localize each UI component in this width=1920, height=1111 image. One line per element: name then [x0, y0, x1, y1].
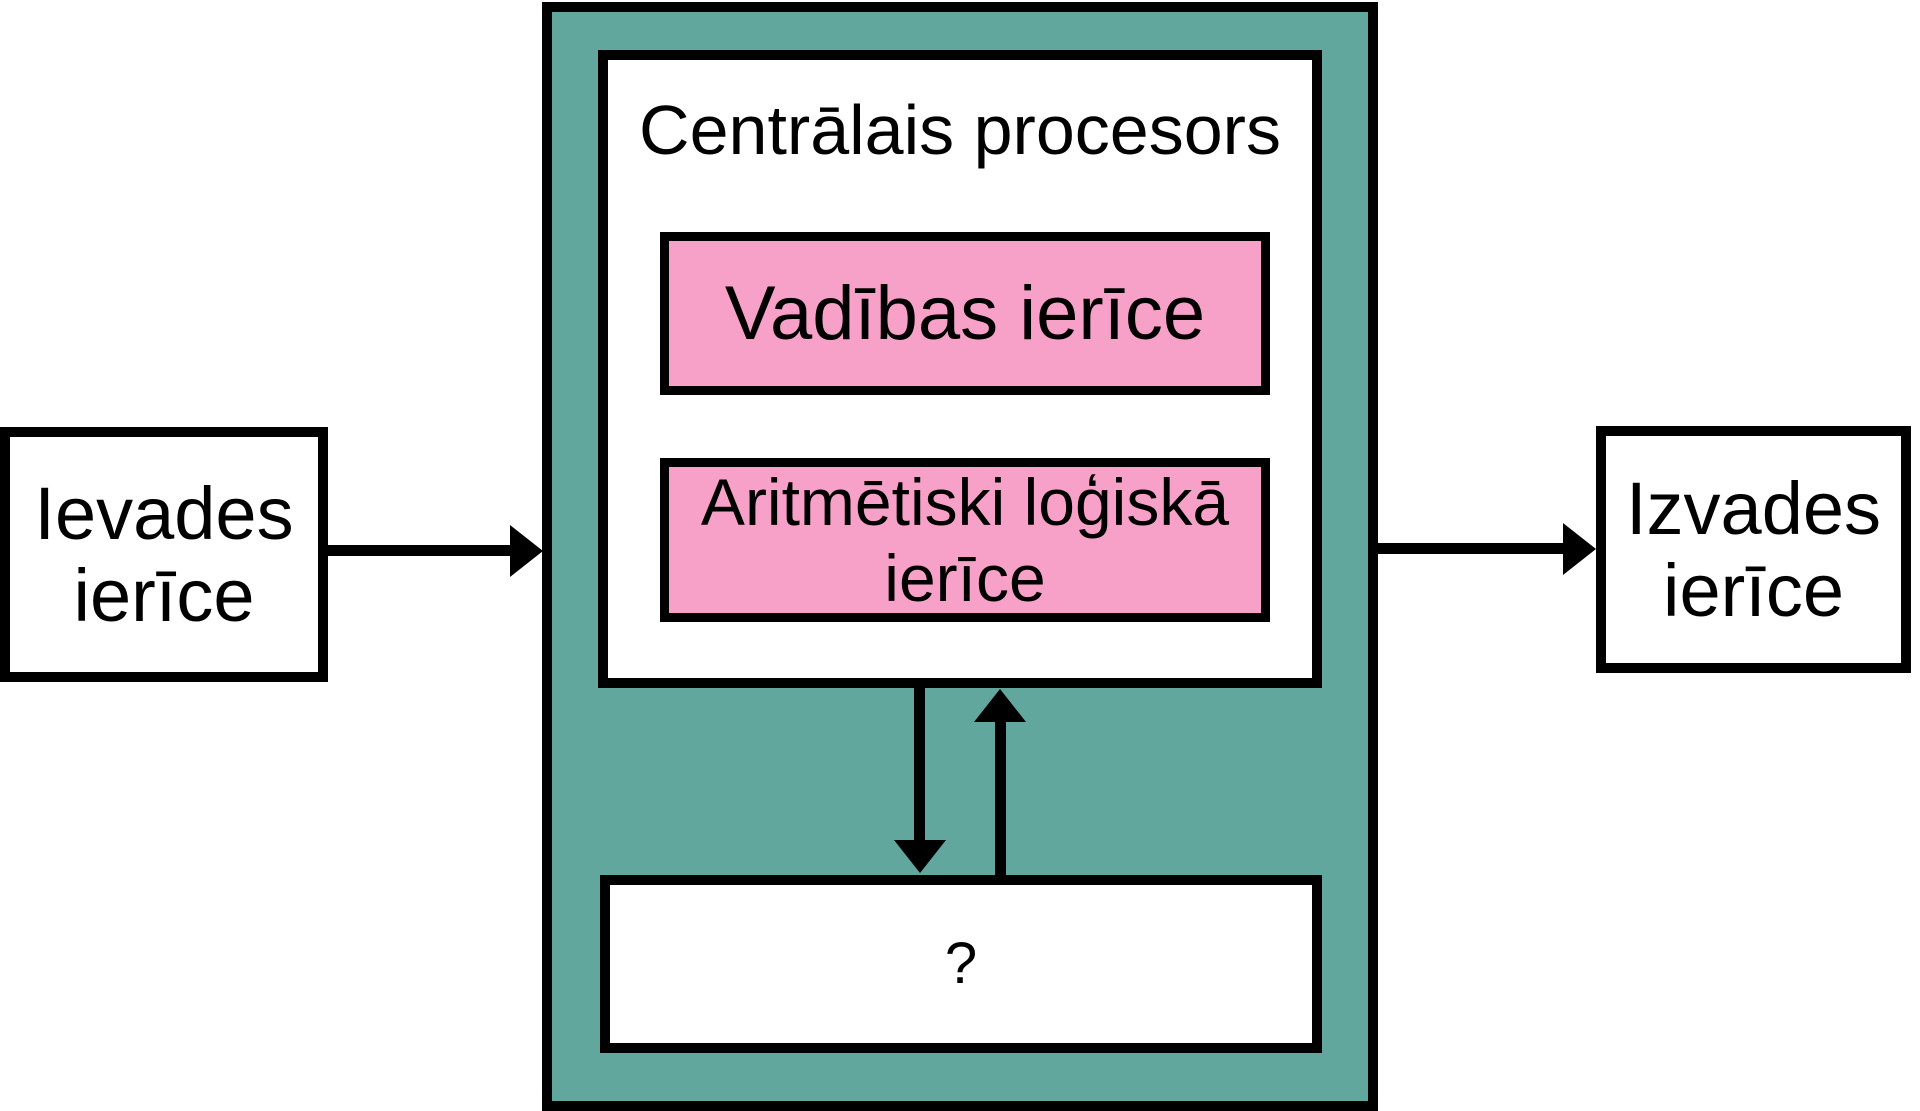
alu-label-line1: Aritmētiski loģiskā	[700, 465, 1230, 539]
input-device-box: Ievades ierīce	[0, 427, 328, 682]
central-processor-box: Centrālais procesors Vadības ierīce Arit…	[598, 50, 1322, 688]
output-device-label-line2: ierīce	[1663, 548, 1844, 632]
input-device-label: Ievades ierīce	[34, 471, 294, 637]
output-device-box: Izvades ierīce	[1596, 426, 1911, 673]
alu-label-line2: ierīce	[884, 541, 1046, 615]
cpu-to-output-arrow-head	[1563, 523, 1596, 575]
cpu-container-box: Centrālais procesors Vadības ierīce Arit…	[542, 2, 1378, 1111]
input-device-label-line1: Ievades	[34, 471, 294, 555]
cpu-to-memory-arrow-head	[894, 840, 946, 873]
input-to-cpu-arrow-shaft	[328, 545, 510, 556]
cpu-to-memory-arrow-shaft	[914, 688, 925, 842]
input-device-label-line2: ierīce	[73, 553, 255, 637]
output-device-label-line1: Izvades	[1625, 466, 1882, 550]
memory-question-box: ?	[600, 875, 1322, 1053]
alu-box: Aritmētiski loģiskā ierīce	[660, 458, 1270, 622]
memory-to-cpu-arrow-head	[974, 689, 1026, 722]
memory-to-cpu-arrow-shaft	[995, 722, 1006, 887]
memory-question-label: ?	[944, 931, 978, 996]
output-device-label: Izvades ierīce	[1625, 466, 1882, 632]
control-unit-label: Vadības ierīce	[724, 270, 1206, 356]
cpu-to-output-arrow-shaft	[1378, 543, 1563, 554]
input-to-cpu-arrow-head	[510, 525, 543, 577]
central-processor-title: Centrālais procesors	[639, 91, 1281, 169]
control-unit-box: Vadības ierīce	[660, 232, 1270, 395]
